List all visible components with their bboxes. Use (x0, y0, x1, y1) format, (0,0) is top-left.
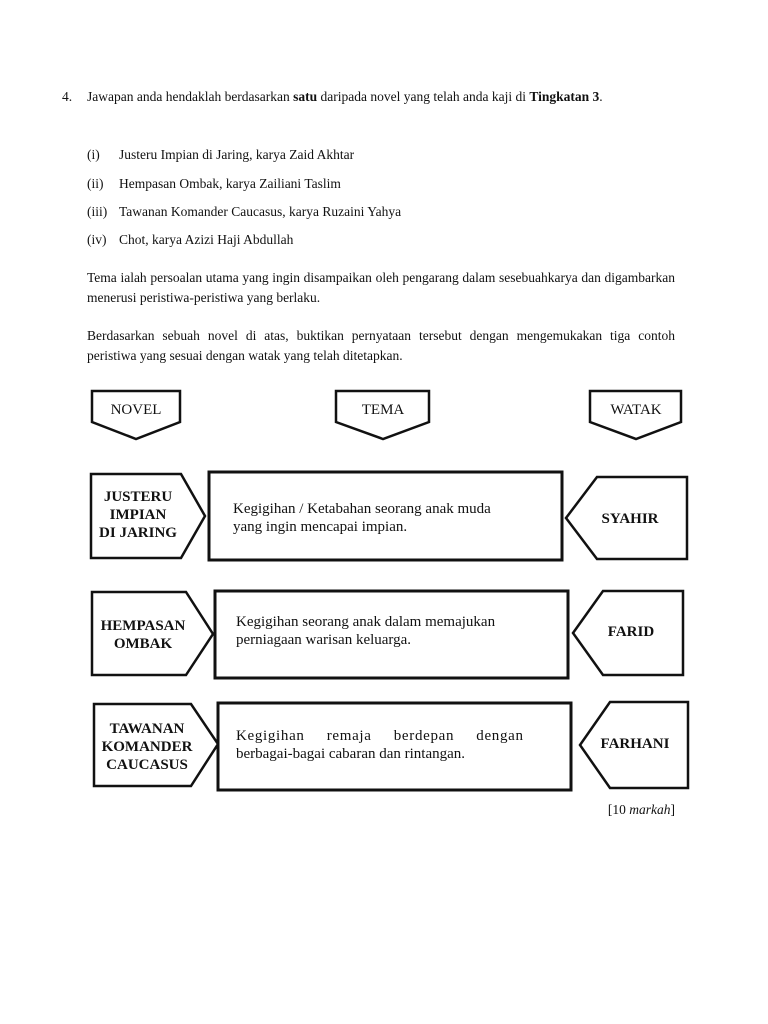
header-watak-label: WATAK (610, 402, 661, 418)
row2-tema-line: Kegigihan seorang anak dalam memajukan (236, 614, 496, 630)
row2-tema-box (213, 589, 570, 680)
list-text: Justeru Impian di Jaring, karya Zaid Akh… (119, 147, 355, 162)
row2-novel-line: HEMPASAN (101, 618, 186, 634)
instruction-end: . (599, 89, 603, 104)
header-tema-shape (334, 389, 431, 441)
row2-tema-line: perniagaan warisan keluarga. (236, 632, 411, 648)
row3-tema-line: Kegigihan remaja berdepan dengan (236, 728, 524, 744)
row3-watak-label: FARHANI (601, 736, 670, 752)
marks-close: ] (670, 802, 676, 817)
list-item: (i) Justeru Impian di Jaring, karya Zaid … (87, 145, 354, 164)
list-text: Chot, karya Azizi Haji Abdullah (119, 232, 294, 247)
row3-novel-line: TAWANAN (110, 721, 185, 737)
theme-definition-paragraph: Tema ialah persoalan utama yang ingin di… (87, 270, 675, 305)
row2-watak-label: FARID (608, 624, 655, 640)
row1-tema-line: yang ingin mencapai impian. (233, 519, 407, 535)
list-item: (iii) Tawanan Komander Caucasus, karya Ru… (87, 202, 401, 221)
header-novel-shape (90, 389, 182, 441)
list-item: (iv) Chot, karya Azizi Haji Abdullah (87, 230, 293, 249)
row2-watak-arrow (571, 589, 685, 677)
row1-novel-arrow (89, 472, 207, 560)
row1-watak-arrow (564, 475, 689, 561)
list-roman: (ii) (87, 176, 104, 191)
marks-label: [10 markah] (608, 802, 675, 818)
question-instruction: Jawapan anda hendaklah berdasarkan satu … (87, 87, 677, 106)
row1-tema-line: Kegigihan / Ketabahan seorang anak muda (233, 501, 491, 517)
list-text: Tawanan Komander Caucasus, karya Ruzaini… (119, 204, 402, 219)
row3-tema-box (216, 701, 573, 792)
list-roman: (iii) (87, 204, 108, 219)
marks-word: markah (629, 802, 671, 817)
row1-novel-line: JUSTERU (104, 489, 173, 505)
row3-novel-line: KOMANDER (102, 739, 193, 755)
row2-novel-arrow (90, 590, 215, 677)
instruction-bold-satu: satu (293, 89, 318, 104)
row3-novel-line: CAUCASUS (106, 757, 188, 773)
row1-watak-label: SYAHIR (602, 511, 659, 527)
header-watak-shape (588, 389, 683, 441)
row1-tema-box (207, 470, 564, 562)
list-text: Hempasan Ombak, karya Zailiani Taslim (119, 176, 341, 191)
row3-tema-line: berbagai-bagai cabaran dan rintangan. (236, 746, 465, 762)
row1-novel-line: IMPIAN (110, 507, 167, 523)
row3-novel-arrow (92, 702, 220, 788)
row2-novel-line: OMBAK (114, 636, 173, 652)
row1-novel-line: DI JARING (99, 525, 177, 541)
question-number: 4. (62, 89, 73, 104)
row3-watak-arrow (578, 700, 690, 790)
instruction-bold-tingkatan: Tingkatan 3 (529, 89, 600, 104)
header-tema-label: TEMA (362, 402, 405, 418)
task-paragraph: Berdasarkan sebuah novel di atas, buktik… (87, 328, 675, 363)
list-item: (ii) Hempasan Ombak, karya Zailiani Tasli… (87, 174, 341, 193)
marks-open: [10 (607, 802, 630, 817)
header-novel-label: NOVEL (111, 402, 162, 418)
list-roman: (iv) (87, 232, 107, 247)
instruction-text-1: Jawapan anda hendaklah berdasarkan (87, 89, 294, 104)
instruction-text-2: daripada novel yang telah anda kaji di (317, 89, 530, 104)
list-roman: (i) (87, 147, 100, 162)
